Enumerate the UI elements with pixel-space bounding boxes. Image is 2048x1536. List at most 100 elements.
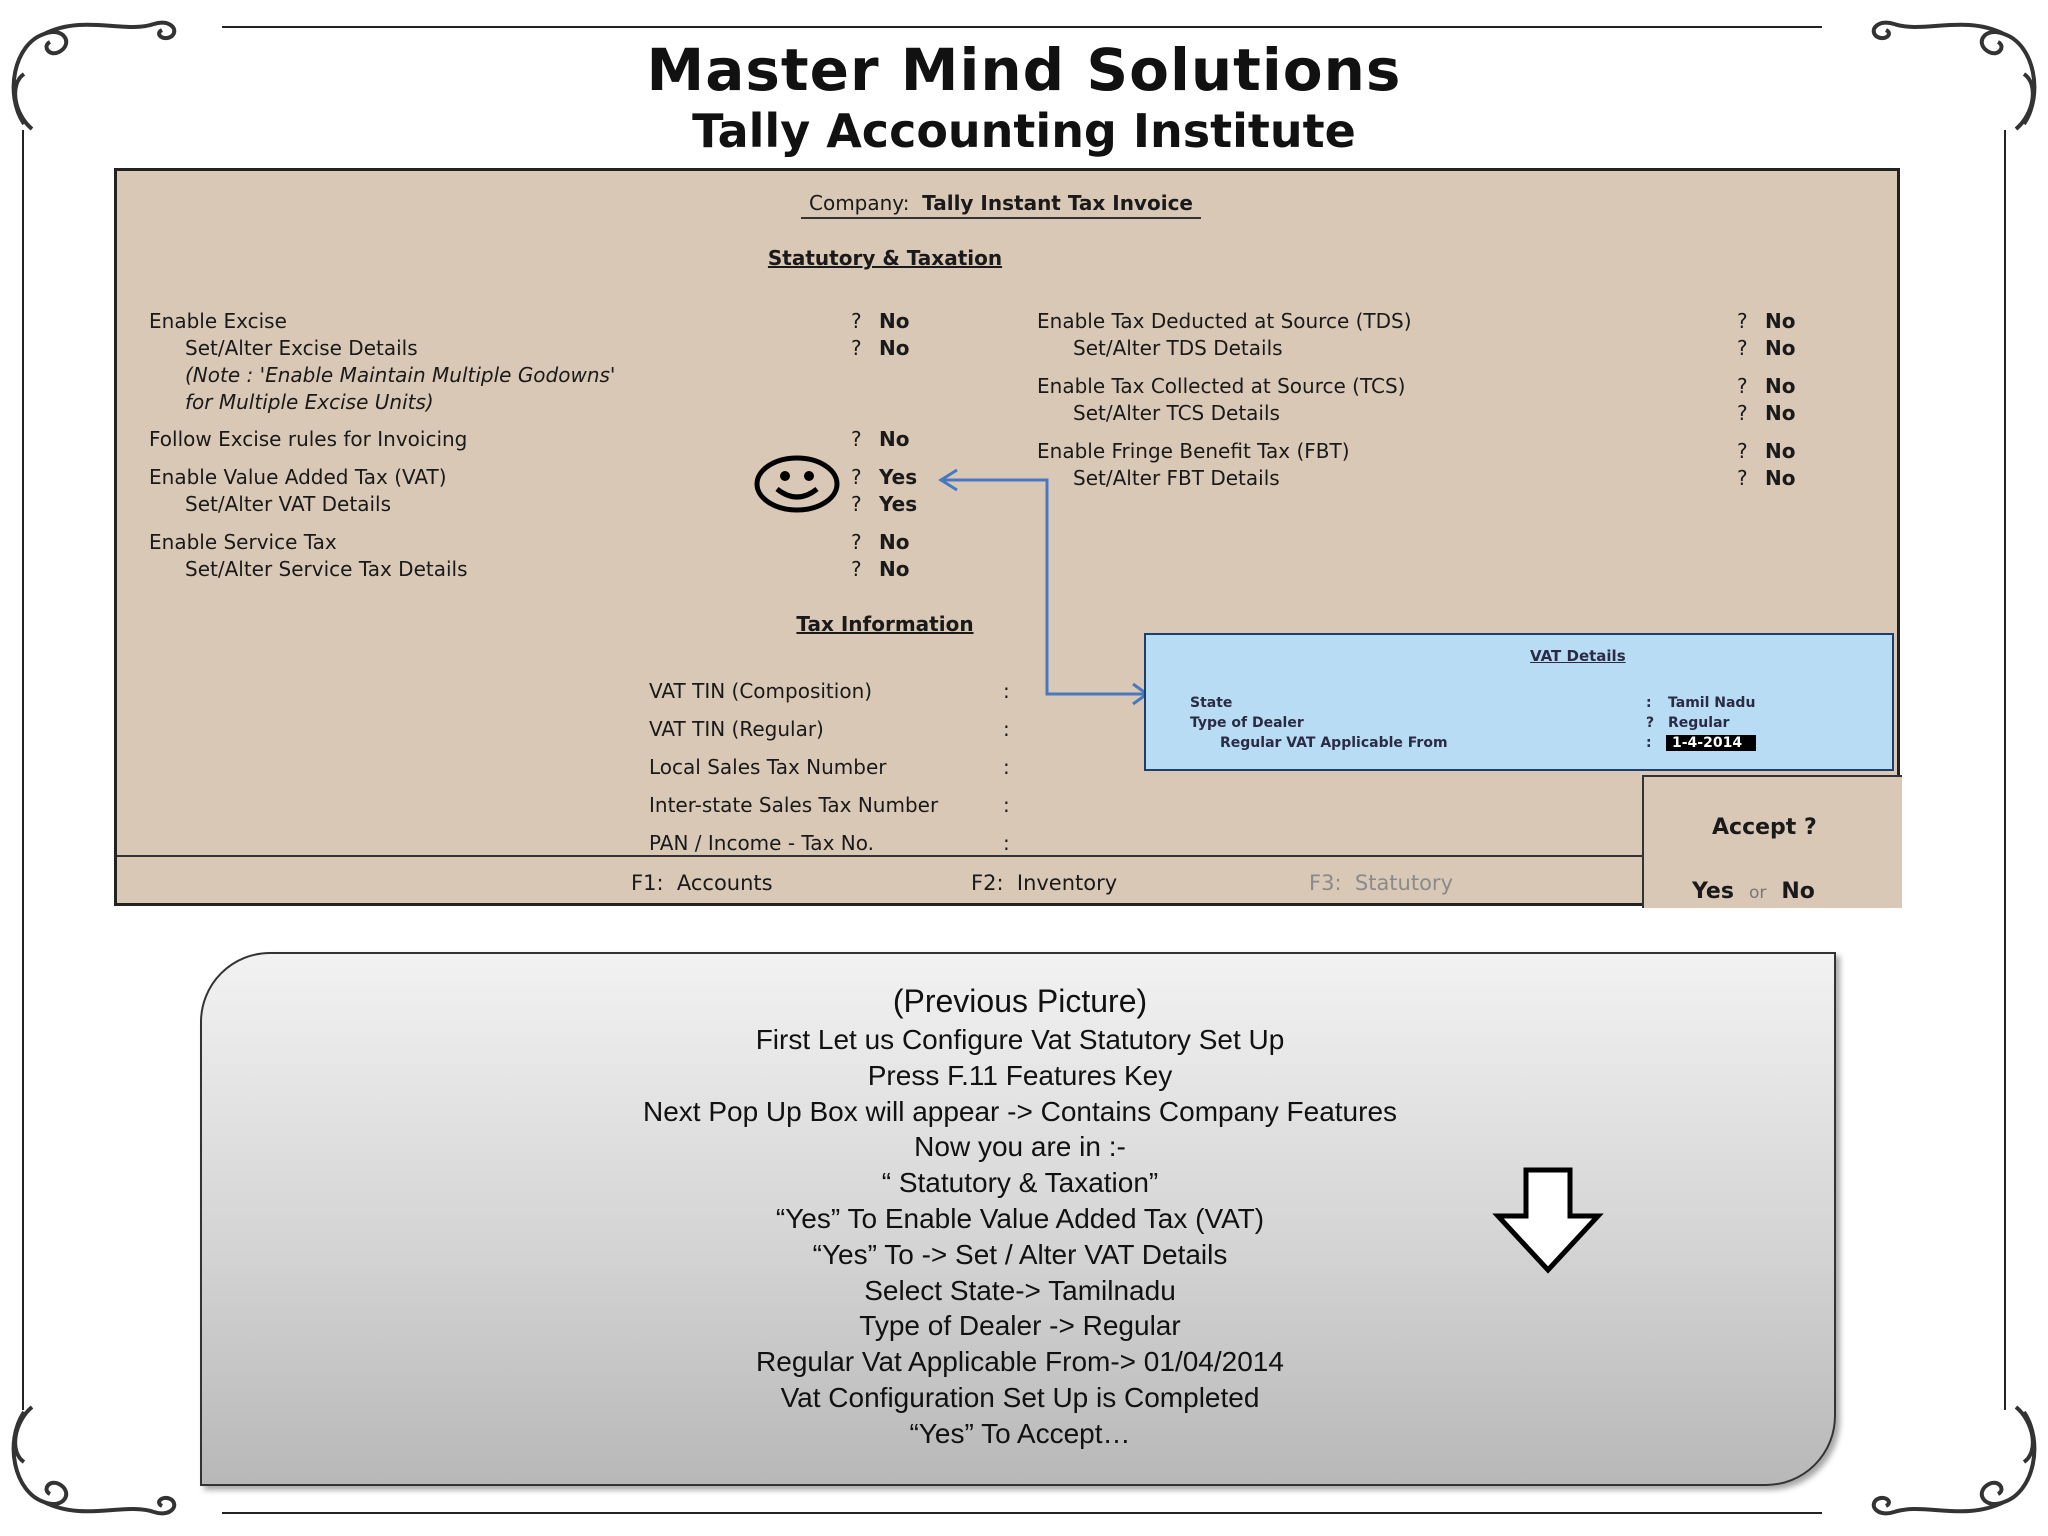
q-enable-vat: ? bbox=[851, 465, 862, 489]
value-set-alter-tcs[interactable]: No bbox=[1765, 401, 1796, 425]
option-set-alter-vat[interactable]: Set/Alter VAT Details bbox=[185, 492, 391, 516]
instruction-line: “Yes” To -> Set / Alter VAT Details bbox=[812, 1238, 1228, 1270]
f2-inventory-button[interactable]: F2: Inventory bbox=[971, 871, 1117, 895]
f3-label: Statutory bbox=[1354, 871, 1453, 895]
vat-state-sep: : bbox=[1646, 695, 1652, 711]
vat-state-value[interactable]: Tamil Nadu bbox=[1668, 695, 1756, 711]
instruction-line: “Yes” To Enable Value Added Tax (VAT) bbox=[775, 1202, 1265, 1234]
q-enable-excise: ? bbox=[851, 309, 862, 333]
sep-interstate-sales-tax: : bbox=[1003, 793, 1010, 817]
vat-details-title: VAT Details bbox=[1530, 647, 1626, 665]
vat-dealer-value[interactable]: Regular bbox=[1668, 715, 1730, 731]
vat-state-label: State bbox=[1190, 695, 1233, 711]
bottom-border-line bbox=[222, 1512, 1822, 1514]
field-local-sales-tax[interactable]: Local Sales Tax Number bbox=[649, 755, 887, 779]
option-follow-excise-rules[interactable]: Follow Excise rules for Invoicing bbox=[149, 427, 468, 451]
company-label: Company: bbox=[809, 191, 910, 215]
company-name: Tally Instant Tax Invoice bbox=[922, 191, 1193, 215]
field-interstate-sales-tax[interactable]: Inter-state Sales Tax Number bbox=[649, 793, 939, 817]
sep-local-sales-tax: : bbox=[1003, 755, 1010, 779]
option-enable-vat[interactable]: Enable Value Added Tax (VAT) bbox=[149, 465, 447, 489]
accept-or-label: or bbox=[1748, 883, 1767, 903]
accept-dialog: Accept ? Yes or No bbox=[1642, 775, 1902, 908]
sep-pan-income-tax: : bbox=[1003, 831, 1010, 855]
instruction-line: Vat Configuration Set Up is Completed bbox=[780, 1381, 1260, 1413]
instruction-line: “ Statutory & Taxation” bbox=[881, 1167, 1159, 1199]
field-vat-tin-regular[interactable]: VAT TIN (Regular) bbox=[649, 717, 824, 741]
q-enable-service-tax: ? bbox=[851, 530, 862, 554]
corner-ornament-icon bbox=[1871, 20, 2037, 131]
option-set-alter-tds[interactable]: Set/Alter TDS Details bbox=[1073, 336, 1283, 360]
option-set-alter-excise[interactable]: Set/Alter Excise Details bbox=[185, 336, 418, 360]
q-set-alter-tds: ? bbox=[1737, 336, 1748, 360]
f1-key: F1: bbox=[631, 871, 664, 895]
f1-label: Accounts bbox=[676, 871, 773, 895]
corner-ornament-icon bbox=[11, 20, 177, 131]
q-enable-tds: ? bbox=[1737, 309, 1748, 333]
instruction-line: Press F.11 Features Key bbox=[867, 1059, 1173, 1091]
f3-key: F3: bbox=[1309, 871, 1342, 895]
instruction-line: Type of Dealer -> Regular bbox=[859, 1310, 1181, 1342]
down-arrow-icon bbox=[1492, 1167, 1604, 1274]
section-title-tax-information: Tax Information bbox=[796, 612, 974, 636]
instruction-line: First Let us Configure Vat Statutory Set… bbox=[755, 1024, 1285, 1055]
tally-features-screen: Company: Tally Instant Tax Invoice Statu… bbox=[114, 168, 1902, 908]
option-enable-tcs[interactable]: Enable Tax Collected at Source (TCS) bbox=[1037, 374, 1406, 398]
value-enable-tds[interactable]: No bbox=[1765, 309, 1796, 333]
f2-label: Inventory bbox=[1016, 871, 1118, 895]
value-set-alter-excise[interactable]: No bbox=[879, 336, 910, 360]
option-enable-excise[interactable]: Enable Excise bbox=[149, 309, 287, 333]
right-border-line bbox=[2004, 130, 2006, 1410]
q-set-alter-fbt: ? bbox=[1737, 466, 1748, 490]
value-set-alter-tds[interactable]: No bbox=[1765, 336, 1796, 360]
left-border-line bbox=[22, 130, 24, 1410]
f3-statutory-button[interactable]: F3: Statutory bbox=[1309, 871, 1453, 895]
instruction-line: Select State-> Tamilnadu bbox=[864, 1274, 1176, 1306]
value-enable-tcs[interactable]: No bbox=[1765, 374, 1796, 398]
company-line: Company: Tally Instant Tax Invoice bbox=[801, 191, 1201, 219]
option-set-alter-tcs[interactable]: Set/Alter TCS Details bbox=[1073, 401, 1280, 425]
accept-no-button[interactable]: No bbox=[1781, 879, 1815, 904]
sep-vat-tin-regular: : bbox=[1003, 717, 1010, 741]
option-enable-service-tax[interactable]: Enable Service Tax bbox=[149, 530, 337, 554]
vat-dealer-label: Type of Dealer bbox=[1190, 715, 1304, 731]
top-border-line bbox=[222, 26, 1822, 28]
page-title: Master Mind Solutions bbox=[646, 36, 1402, 104]
value-enable-fbt[interactable]: No bbox=[1765, 439, 1796, 463]
option-set-alter-service-tax[interactable]: Set/Alter Service Tax Details bbox=[185, 557, 468, 581]
value-set-alter-vat[interactable]: Yes bbox=[879, 492, 918, 516]
option-enable-fbt[interactable]: Enable Fringe Benefit Tax (FBT) bbox=[1037, 439, 1350, 463]
instruction-line: “Yes” To Accept… bbox=[909, 1417, 1131, 1449]
q-set-alter-service-tax: ? bbox=[851, 557, 862, 581]
vat-applicable-date-input[interactable]: 1-4-2014 bbox=[1666, 735, 1757, 751]
corner-ornament-icon bbox=[1871, 1405, 2037, 1516]
option-set-alter-fbt[interactable]: Set/Alter FBT Details bbox=[1073, 466, 1280, 490]
q-set-alter-excise: ? bbox=[851, 336, 862, 360]
footer-divider bbox=[117, 855, 1642, 857]
q-enable-tcs: ? bbox=[1737, 374, 1748, 398]
page-subtitle: Tally Accounting Institute bbox=[692, 104, 1356, 158]
f1-accounts-button[interactable]: F1: Accounts bbox=[631, 871, 773, 895]
f2-key: F2: bbox=[971, 871, 1004, 895]
value-set-alter-fbt[interactable]: No bbox=[1765, 466, 1796, 490]
option-enable-tds[interactable]: Enable Tax Deducted at Source (TDS) bbox=[1037, 309, 1412, 333]
value-set-alter-service-tax[interactable]: No bbox=[879, 557, 910, 581]
accept-yes-button[interactable]: Yes bbox=[1692, 879, 1734, 904]
instruction-box: (Previous Picture) First Let us Configur… bbox=[200, 952, 1836, 1486]
connector-arrow-icon bbox=[938, 468, 1150, 706]
field-pan-income-tax[interactable]: PAN / Income - Tax No. bbox=[649, 831, 874, 855]
vat-applicable-sep: : bbox=[1646, 735, 1652, 751]
excise-note-line1: (Note : 'Enable Maintain Multiple Godown… bbox=[185, 363, 616, 387]
value-follow-excise-rules[interactable]: No bbox=[879, 427, 910, 451]
value-enable-vat[interactable]: Yes bbox=[879, 465, 918, 489]
field-vat-tin-composition[interactable]: VAT TIN (Composition) bbox=[649, 679, 873, 703]
value-enable-excise[interactable]: No bbox=[879, 309, 910, 333]
smiley-face-icon bbox=[754, 455, 840, 513]
value-enable-service-tax[interactable]: No bbox=[879, 530, 910, 554]
excise-note-line2: for Multiple Excise Units) bbox=[185, 390, 434, 414]
instruction-line: Now you are in :- bbox=[914, 1131, 1126, 1163]
vat-details-popup: VAT Details State : Tamil Nadu Type of D… bbox=[1144, 633, 1894, 771]
vat-applicable-label: Regular VAT Applicable From bbox=[1220, 735, 1448, 751]
q-enable-fbt: ? bbox=[1737, 439, 1748, 463]
sep-vat-tin-composition: : bbox=[1003, 679, 1010, 703]
